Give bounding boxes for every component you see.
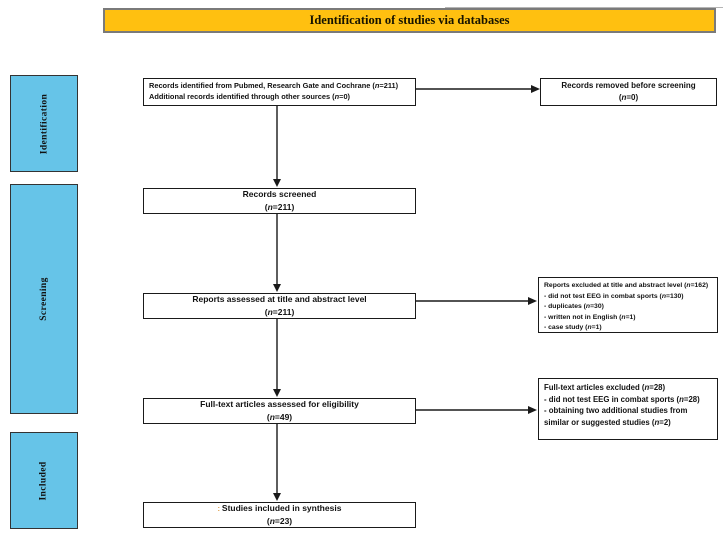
fulltext-excluded-box: Full-text articles excluded (n=28) - did…: [538, 378, 718, 440]
header-banner: Identification of studies via databases: [103, 8, 716, 33]
studies-included-line1: :Studies included in synthesis: [218, 502, 342, 516]
stage-identification: Identification: [10, 75, 78, 172]
fulltext-assessed-line2: (n=49): [266, 412, 293, 422]
arrow-identified-to-removed: [416, 85, 540, 93]
stage-included: Included: [10, 432, 78, 529]
header-title: Identification of studies via databases: [309, 13, 510, 27]
reports-excluded-item: - written not in English (n=1): [544, 313, 636, 321]
reports-assessed-line1: Reports assessed at title and abstract l…: [192, 294, 367, 305]
artifact-line: [445, 7, 723, 8]
records-identified-line2: Additional records identified through ot…: [149, 92, 351, 101]
records-screened-line1: Records screened: [242, 189, 317, 200]
records-identified-line1: Records identified from Pubmed, Research…: [149, 81, 399, 91]
studies-included-line2: (n=23): [266, 516, 293, 527]
fulltext-excluded-item: - obtaining two additional studies from …: [544, 406, 688, 428]
fulltext-excluded-item: - did not test EEG in combat sports (n=2…: [544, 394, 700, 404]
records-screened-box: Records screened (n=211): [143, 188, 416, 214]
stage-screening: Screening: [10, 184, 78, 414]
colon-artifact: :: [217, 505, 220, 513]
reports-excluded-box: Reports excluded at title and abstract l…: [538, 277, 718, 333]
arrow-assessed-to-excluded: [416, 297, 537, 305]
reports-excluded-item: - duplicates (n=30): [544, 303, 604, 311]
records-screened-line2: (n=211): [264, 202, 295, 212]
reports-assessed-box: Reports assessed at title and abstract l…: [143, 293, 416, 319]
fulltext-excluded-title: Full-text articles excluded (n=28): [544, 383, 666, 392]
arrow-screened-to-assessed: [273, 214, 281, 292]
arrow-assessed-to-fulltext: [273, 319, 281, 397]
records-removed-line2: (n=0): [618, 93, 639, 102]
reports-excluded-title: Reports excluded at title and abstract l…: [544, 282, 709, 289]
fulltext-assessed-line1: Full-text articles assessed for eligibil…: [200, 399, 359, 410]
reports-excluded-item: - did not test EEG in combat sports (n=1…: [544, 292, 684, 300]
arrow-identified-to-screened: [273, 105, 281, 187]
studies-included-text: Studies included in synthesis: [221, 502, 342, 513]
arrow-fulltext-to-included: [273, 424, 281, 501]
fulltext-assessed-box: Full-text articles assessed for eligibil…: [143, 398, 416, 424]
records-removed-line1: Records removed before screening: [561, 81, 696, 90]
reports-assessed-line2: (n=211): [264, 307, 295, 317]
studies-included-box: :Studies included in synthesis (n=23): [143, 502, 416, 528]
arrow-fulltext-to-excluded: [416, 406, 537, 414]
reports-excluded-item: - case study (n=1): [544, 324, 602, 332]
records-removed-box: Records removed before screening (n=0): [540, 78, 717, 106]
records-identified-box: Records identified from Pubmed, Research…: [143, 78, 416, 106]
